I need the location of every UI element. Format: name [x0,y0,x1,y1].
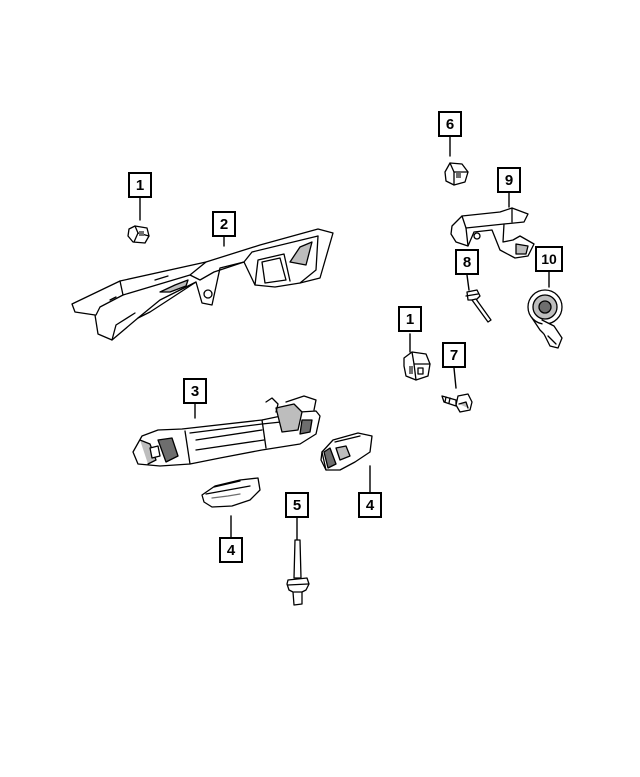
callout-part-2: 2 [212,211,236,237]
clip-part-6 [444,162,469,186]
lock-cylinder-part-10 [527,289,563,349]
screw-part-7 [441,393,473,413]
callout-part-5: 5 [285,492,309,518]
handle-reinforcement-bracket-part-2 [71,228,334,341]
handle-end-cap-part-4b [201,477,261,508]
clip-nut-part-1b [403,351,431,381]
callout-part-1-right: 1 [398,306,422,332]
lock-cylinder-bracket-part-9 [450,207,535,259]
callout-part-10: 10 [535,246,563,272]
callout-part-1: 1 [128,172,152,198]
rivet-part-8 [465,289,492,323]
leader-lines [139,136,550,541]
callout-part-6: 6 [438,111,462,137]
callout-part-3: 3 [183,378,207,404]
clip-nut-part-1a [127,225,150,244]
callout-part-4-left: 4 [219,537,243,563]
callout-part-4-right: 4 [358,492,382,518]
callout-part-9: 9 [497,167,521,193]
outside-door-handle-part-3 [132,395,321,467]
callout-part-8: 8 [455,249,479,275]
rivet-part-5 [286,539,310,606]
handle-end-cap-part-4a [320,432,373,471]
callout-part-7: 7 [442,342,466,368]
